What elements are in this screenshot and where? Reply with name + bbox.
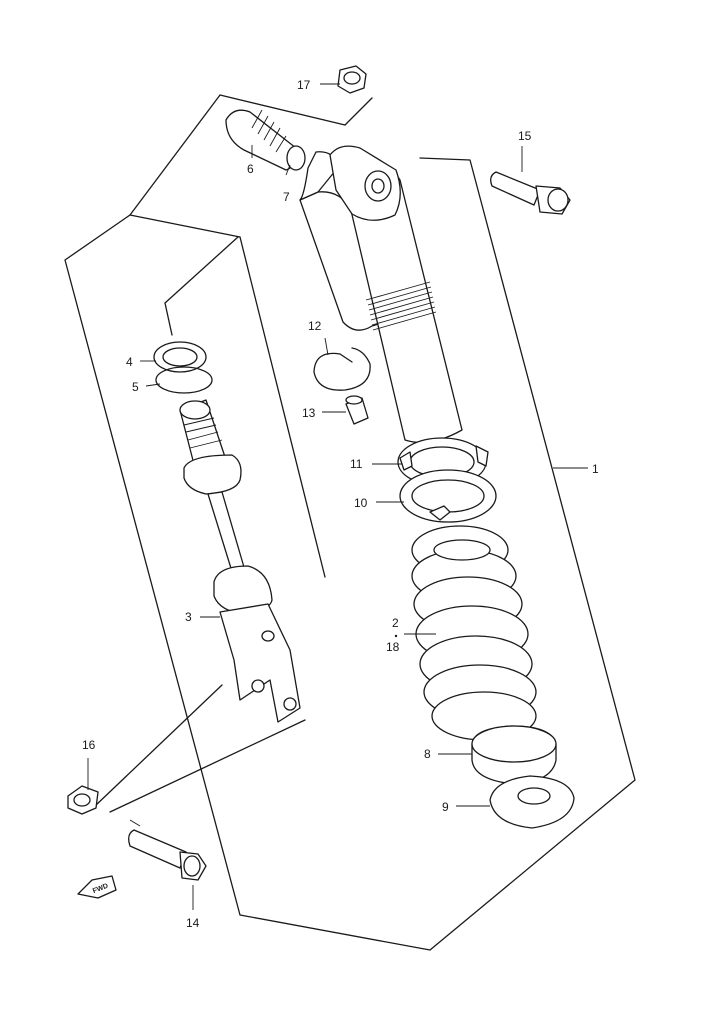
label-1: 1 [592, 462, 599, 476]
label-17: 17 [297, 78, 311, 92]
ring-part-5 [155, 366, 213, 394]
fwd-arrow-icon: FWD [77, 875, 117, 899]
nut-part-16 [67, 785, 99, 815]
label-7: 7 [283, 190, 290, 204]
damper-rod [179, 399, 273, 615]
part-labels: 17 15 6 7 12 13 11 10 1 2 18 8 9 3 4 5 1… [82, 78, 599, 930]
shock-body [299, 145, 463, 444]
adjuster-part-6 [225, 109, 306, 171]
cushion-part-9 [489, 775, 575, 829]
nut-part-17 [337, 65, 367, 94]
label-11: 11 [350, 457, 363, 471]
label-9: 9 [442, 800, 449, 814]
label-6: 6 [247, 162, 254, 176]
label-12: 12 [308, 319, 322, 333]
leader-lines [87, 83, 588, 910]
spring-seat-part-8 [471, 725, 557, 785]
circlip-part-12 [313, 347, 371, 391]
label-18: 18 [386, 640, 400, 654]
label-14: 14 [186, 916, 200, 930]
bolt-part-15 [490, 171, 571, 215]
label-16: 16 [82, 738, 96, 752]
label-10: 10 [354, 496, 368, 510]
label-15: 15 [518, 129, 532, 143]
adjust-ring-part-10 [399, 469, 497, 523]
assembly-outline [64, 94, 636, 951]
label-3: 3 [185, 610, 192, 624]
spring-part-2 [411, 525, 537, 741]
valve-part-13 [345, 395, 369, 425]
bolt-part-14 [128, 829, 207, 881]
ring-part-4 [153, 341, 207, 373]
label-2: 2 [392, 616, 399, 630]
label-8: 8 [424, 747, 431, 761]
o-ring-part-7 [286, 145, 306, 171]
label-5: 5 [132, 380, 139, 394]
label-4: 4 [126, 355, 133, 369]
clevis-part-3 [219, 603, 301, 723]
rod-outline [94, 236, 326, 813]
label-dot [394, 634, 398, 638]
label-13: 13 [302, 406, 316, 420]
